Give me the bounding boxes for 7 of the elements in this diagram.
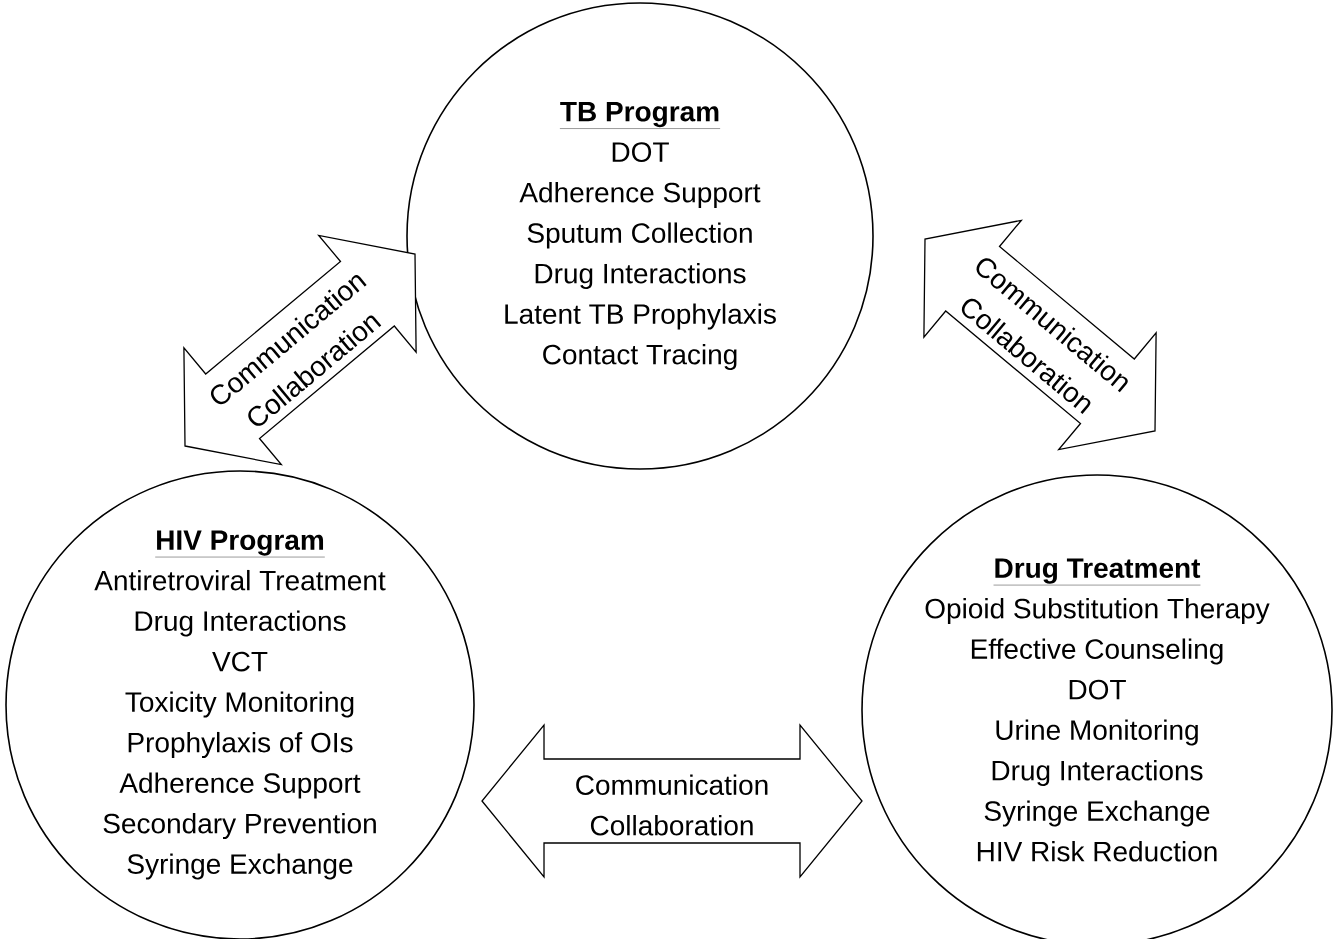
edge-label: Communication Collaboration <box>576 774 768 836</box>
circle-node: Drug Treatment Opioid Substitution Therapy Effective Counseling DOT Urine Monitoring Drug Interactions Syringe Exchange HIV Risk Reduction <box>861 474 1333 939</box>
circle-node: TB Program DOT Adherence Support Sputum Collection Drug Interactions Latent TB Prophylaxis Contact Tracing <box>406 2 874 470</box>
double-arrow <box>183 234 417 466</box>
circle-node: HIV Program Antiretroviral Treatment Drug Interactions VCT Toxicity Monitoring Prophylaxis of OIs Adherence Support Secondary Prevention Syringe Exchange <box>5 470 475 939</box>
double-arrow <box>923 219 1157 451</box>
double-arrow <box>481 723 863 879</box>
